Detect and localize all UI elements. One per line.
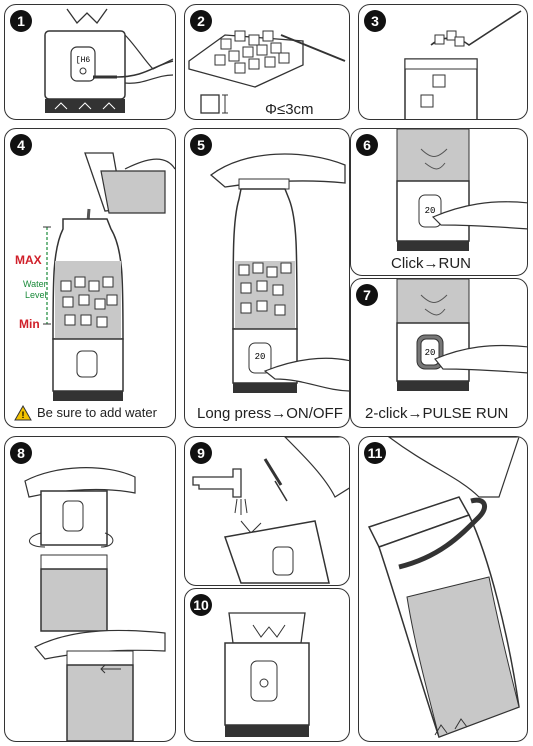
- water-level-label-1: Water: [23, 279, 47, 289]
- step-number: 3: [364, 10, 386, 32]
- step-number: 4: [10, 134, 32, 156]
- cutting-board-illustration: [188, 30, 346, 114]
- warning-caption: Be sure to add water: [37, 405, 157, 420]
- click-run-caption: Click→RUN: [391, 255, 471, 272]
- display-readout: 20: [425, 206, 436, 216]
- ice-spoon-illustration: [404, 10, 522, 119]
- step-number: 9: [190, 442, 212, 464]
- click-run-illustration: 20: [396, 129, 527, 251]
- step-number: 2: [190, 10, 212, 32]
- max-label: MAX: [15, 253, 42, 267]
- svg-text:[H6: [H6: [76, 56, 91, 65]
- cleaning-illustration: [192, 437, 349, 584]
- display-readout: 20: [425, 348, 436, 358]
- display-readout: 20: [255, 352, 266, 362]
- long-press-caption: Long press→ON/OFF: [197, 405, 343, 422]
- step-number: 8: [10, 442, 32, 464]
- step-8-panel: 8: [4, 436, 176, 742]
- pulse-run-caption: 2-click→PULSE RUN: [365, 405, 509, 422]
- step-3-panel: 3: [358, 4, 528, 120]
- step-2-panel: 2 Φ≤3cm: [184, 4, 350, 120]
- storage-illustration: [224, 612, 310, 737]
- step-5-panel: 5 20 Long press→ON/OFF: [184, 128, 350, 428]
- step-number: 10: [190, 594, 212, 616]
- add-water-illustration: !: [14, 152, 175, 421]
- step-4-panel: 4 ! MAX Water Level Min Be sure to add w…: [4, 128, 176, 428]
- step-number: 11: [364, 442, 386, 464]
- step-1-panel: 1 [H6: [4, 4, 176, 120]
- carry-strap-illustration: [367, 437, 520, 738]
- step-6-panel: 6 20 Click→RUN: [350, 128, 528, 276]
- min-label: Min: [19, 317, 40, 331]
- size-caption: Φ≤3cm: [265, 101, 314, 118]
- step-10-panel: 10: [184, 588, 350, 742]
- step-7-panel: 7 20 2-click→PULSE RUN: [350, 278, 528, 428]
- step-number: 1: [10, 10, 32, 32]
- water-level-label-2: Level: [25, 290, 47, 300]
- power-button-illustration: 20: [209, 153, 349, 393]
- step-9-panel: 9: [184, 436, 350, 586]
- step-number: 5: [190, 134, 212, 156]
- step-number: 6: [356, 134, 378, 156]
- svg-text:!: !: [22, 410, 25, 420]
- step-11-panel: 11: [358, 436, 528, 742]
- disassembly-illustration: [24, 467, 166, 741]
- pulse-run-illustration: 20: [396, 279, 527, 391]
- charging-illustration: [H6: [44, 8, 174, 113]
- step-number: 7: [356, 284, 378, 306]
